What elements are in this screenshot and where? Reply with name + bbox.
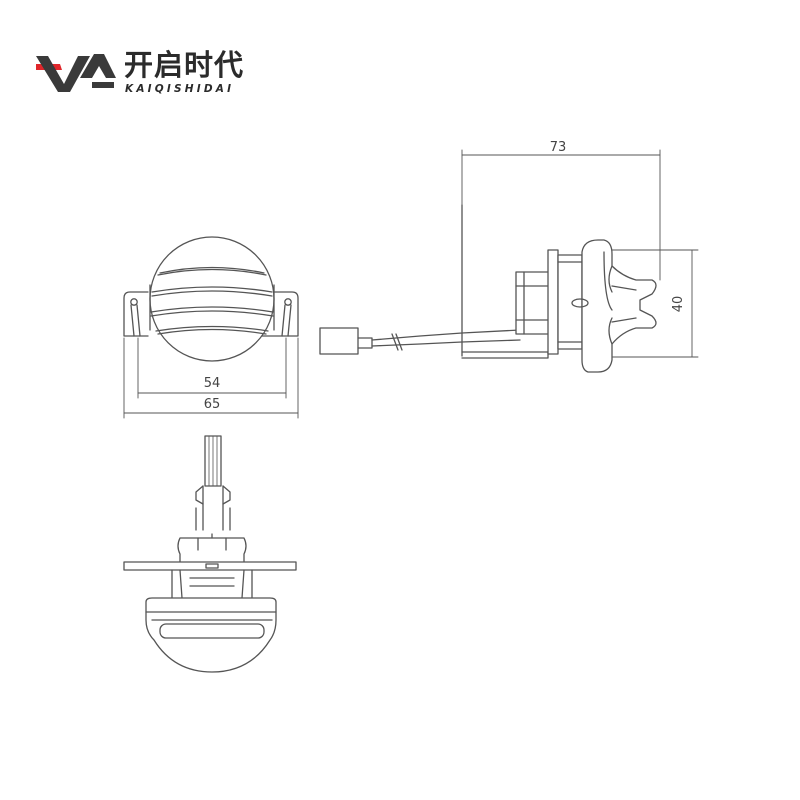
brand-header: 开启时代 KAIQISHIDAI	[34, 48, 274, 98]
side-bottom-rail	[461, 351, 549, 359]
front-mounting-bracket-right	[261, 291, 299, 337]
side-flange-detail	[557, 261, 583, 343]
bracket-inner-right	[281, 304, 292, 337]
bracket-inner-left	[130, 304, 141, 337]
cable-break	[391, 333, 403, 351]
top-cable-stub-lines	[208, 435, 218, 487]
front-view: 54 65	[123, 236, 299, 419]
front-mounting-bracket	[123, 291, 149, 337]
top-clip	[195, 507, 231, 531]
top-plate-detail	[205, 563, 219, 569]
side-lens-highlight	[571, 298, 589, 308]
lens-stripe	[151, 290, 273, 297]
front-lamp-circle	[149, 236, 275, 362]
side-lens-detail	[608, 265, 613, 345]
lens-stripe	[150, 306, 274, 313]
top-view	[123, 435, 297, 673]
side-lens-contour	[603, 251, 613, 311]
bracket-hole-left	[130, 298, 138, 306]
dim-label-depth: 73	[550, 140, 567, 155]
bracket-hole-right	[284, 298, 292, 306]
cable-wire	[371, 329, 521, 341]
dim-label-width-outer: 65	[204, 397, 221, 412]
side-lens-contour	[611, 285, 637, 323]
lens-stripe	[157, 268, 267, 276]
cable-wire	[357, 337, 373, 349]
top-housing-detail	[189, 577, 235, 587]
side-view: 73 40	[319, 140, 699, 373]
lens-stripe	[150, 310, 274, 317]
connector-plug	[319, 327, 359, 355]
side-housing-detail	[515, 271, 551, 335]
lens-edge	[149, 284, 275, 331]
dim-label-width-inner: 54	[204, 376, 221, 391]
side-lens-body	[581, 239, 657, 373]
top-cable-body	[202, 485, 224, 531]
side-rear-housing	[515, 271, 551, 335]
top-clip	[195, 485, 231, 505]
lens-stripe	[151, 286, 273, 293]
lens-stripe	[155, 325, 269, 332]
side-flange	[547, 249, 559, 355]
top-lens	[145, 597, 277, 673]
side-flange-inner	[557, 254, 583, 350]
brand-logo-icon	[36, 54, 116, 92]
top-mounting-plate	[123, 561, 297, 571]
lens-stripe	[159, 266, 265, 274]
dim-label-height: 40	[671, 296, 686, 313]
lens-stripe	[157, 328, 267, 335]
top-lens-window	[159, 623, 265, 639]
brand-name-en: KAIQISHIDAI	[125, 83, 235, 95]
top-housing	[171, 569, 253, 599]
top-socket-detail	[197, 533, 227, 551]
brand-name-cn: 开启时代	[124, 48, 245, 82]
